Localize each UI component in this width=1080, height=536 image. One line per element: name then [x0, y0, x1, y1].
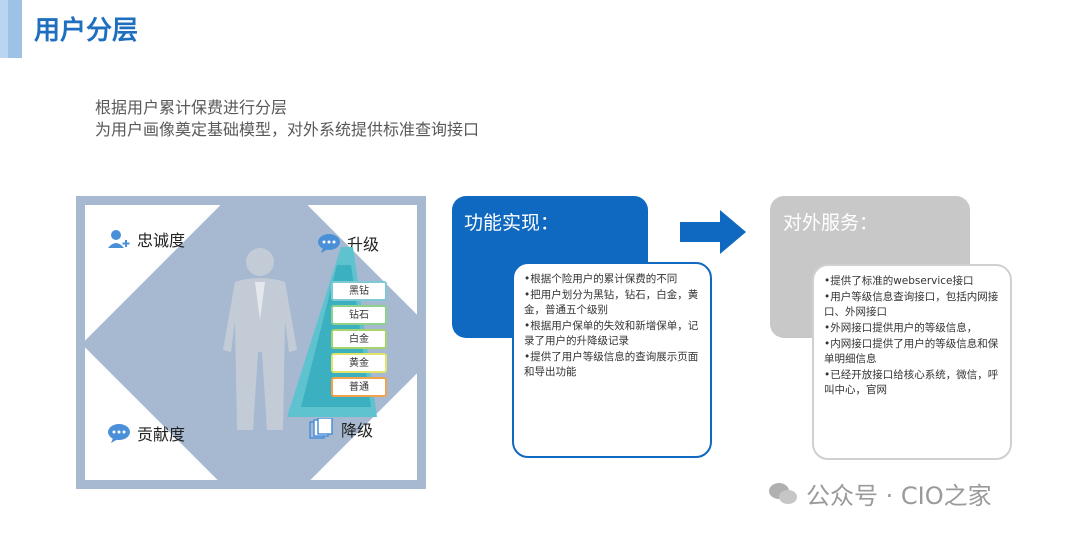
list-item: •内网接口提供了用户的等级信息和保单明细信息 — [824, 338, 999, 365]
level-gold: 黄金 — [331, 353, 387, 373]
list-item: •已经开放接口给核心系统，微信，呼叫中心，官网 — [824, 369, 999, 396]
list-item: •外网接口提供用户的等级信息， — [824, 322, 978, 334]
level-black-diamond: 黑钻 — [331, 281, 387, 301]
businessman-figure — [223, 248, 297, 430]
intro-line-1: 根据用户累计保费进行分层 — [95, 98, 288, 117]
list-item: •提供了用户等级信息的查询展示页面和导出功能 — [524, 351, 699, 378]
documents-icon — [309, 418, 333, 439]
loyalty-label: 忠诚度 — [137, 231, 186, 250]
downgrade-label-group: 降级 — [309, 417, 373, 441]
chat-bubble-icon — [108, 424, 130, 443]
wechat-icon — [769, 482, 797, 504]
implementation-title: 功能实现： — [464, 212, 560, 234]
right-arrow-icon — [680, 210, 746, 254]
upgrade-label: 升级 — [347, 235, 380, 254]
external-title: 对外服务： — [783, 212, 879, 234]
page-title: 用户分层 — [34, 16, 139, 46]
list-item: •用户等级信息查询接口，包括内网接口、外网接口 — [824, 291, 999, 318]
contribution-label: 贡献度 — [137, 425, 186, 444]
intro-line-2: 为用户画像奠定基础模型，对外系统提供标准查询接口 — [95, 120, 480, 139]
contribution-label-group: 贡献度 — [107, 421, 185, 445]
level-diamond: 钻石 — [331, 305, 387, 325]
user-add-icon — [108, 230, 130, 248]
level-normal: 普通 — [331, 377, 387, 397]
list-item: •根据用户保单的失效和新增保单，记录了用户的升降级记录 — [524, 320, 699, 347]
segmentation-panel-inner: 忠诚度 贡献度 升级 降级 — [85, 205, 417, 480]
list-item: •把用户划分为黑钻，钻石，白金，黄金，普通五个级别 — [524, 289, 699, 316]
chat-bubble-icon — [318, 234, 340, 253]
title-accent-bar — [0, 0, 22, 58]
downgrade-label: 降级 — [341, 421, 374, 440]
loyalty-label-group: 忠诚度 — [107, 227, 185, 251]
segmentation-panel: 忠诚度 贡献度 升级 降级 — [76, 196, 426, 489]
implementation-card: •根据个险用户的累计保费的不同 •把用户划分为黑钻，钻石，白金，黄金，普通五个级… — [512, 262, 712, 458]
list-item: •根据个险用户的累计保费的不同 — [524, 273, 678, 285]
list-item: •提供了标准的webservice接口 — [824, 275, 974, 287]
upgrade-label-group: 升级 — [317, 231, 379, 255]
external-card: •提供了标准的webservice接口 •用户等级信息查询接口，包括内网接口、外… — [812, 264, 1012, 460]
watermark-text: 公众号 · CIO之家 — [806, 482, 992, 510]
level-platinum: 白金 — [331, 329, 387, 349]
watermark: 公众号 · CIO之家 — [768, 476, 992, 511]
